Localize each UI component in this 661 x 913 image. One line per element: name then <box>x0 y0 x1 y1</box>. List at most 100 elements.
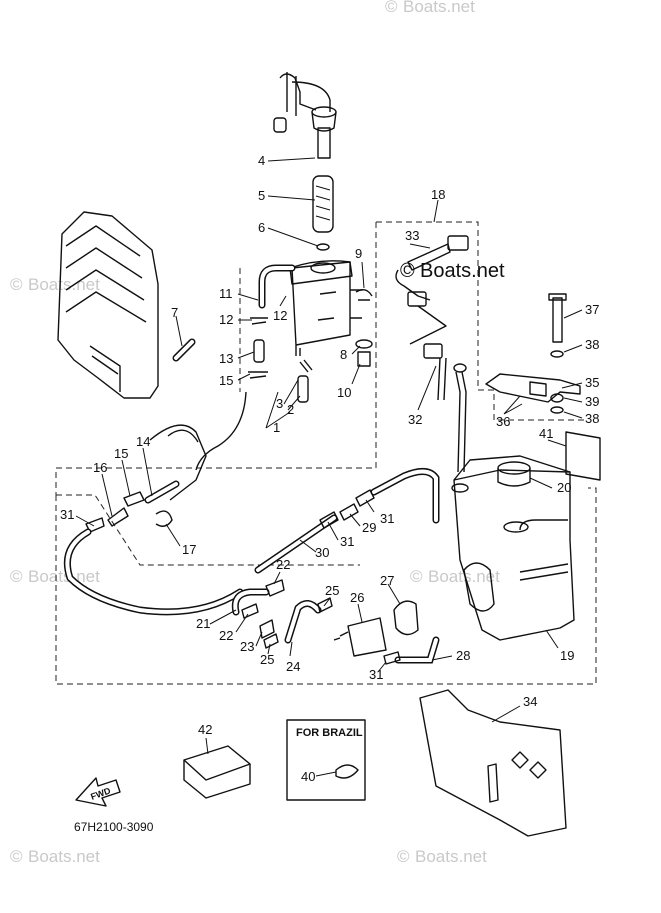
lower-left-parts <box>63 424 338 616</box>
grommet-2 <box>297 375 309 403</box>
callout-21: 21 <box>196 616 210 631</box>
leader-6 <box>267 227 319 247</box>
sensor-cap-body <box>311 111 337 132</box>
leader-35 <box>561 382 583 389</box>
bracket-34 <box>419 689 567 837</box>
bolt-37-head <box>548 293 567 301</box>
grommet-39 <box>550 393 564 403</box>
callout-25-upper: 25 <box>325 583 339 598</box>
inner-group-outline <box>56 494 360 566</box>
bracket-34-slot <box>487 763 499 803</box>
leader-38b <box>563 411 583 419</box>
fwd-arrow: FWD <box>75 777 121 807</box>
clip-31-lower <box>383 651 401 665</box>
cover-bottom-detail <box>89 345 121 392</box>
callout-5: 5 <box>258 188 265 203</box>
leader-24 <box>289 641 293 657</box>
leader-3 <box>283 379 299 405</box>
sub-tank-slots <box>317 291 337 321</box>
callout-29: 29 <box>362 520 376 535</box>
callout-25-lower: 25 <box>260 652 274 667</box>
oil-level-sensor-assembly <box>273 72 337 251</box>
leader-36 <box>503 395 523 415</box>
callout-16: 16 <box>93 460 107 475</box>
callout-33: 33 <box>405 228 419 243</box>
clip-15-lower <box>123 491 145 507</box>
callout-labels: 1 2 3 4 5 6 7 8 9 10 11 12 12 13 14 15 1… <box>60 153 599 784</box>
callout-24: 24 <box>286 659 300 674</box>
sensor-cap-top <box>311 106 337 118</box>
leader-21 <box>209 609 237 625</box>
strap-42 <box>183 745 251 799</box>
cap-20-top <box>497 461 531 475</box>
watermark-left-mid: Boats.net <box>28 567 100 586</box>
oil-tank-grooves <box>519 563 569 581</box>
pipe-7-inner <box>174 340 194 360</box>
clip-17 <box>155 510 173 527</box>
bracket-34-plate <box>419 689 567 837</box>
hose-30-inner <box>256 516 336 572</box>
callout-34: 34 <box>523 694 537 709</box>
watermark-bottom-left-copyright: © <box>10 847 23 866</box>
watermark-left-upper-copyright: © <box>10 275 23 294</box>
leader-22a <box>273 571 281 585</box>
clip-22-lower <box>241 603 259 619</box>
hose-28-inner <box>396 638 438 662</box>
for-brazil-box: FOR BRAZIL <box>286 719 366 801</box>
bolt-37 <box>552 297 563 343</box>
leader-16 <box>101 473 113 517</box>
filter-27 <box>393 600 419 636</box>
callout-22-upper: 22 <box>276 557 290 572</box>
leader-37 <box>563 309 583 319</box>
bracket-parts <box>485 293 581 414</box>
level-gauge-rod <box>455 371 467 473</box>
watermark-left-mid-copyright: © <box>10 567 23 586</box>
callout-35: 35 <box>585 375 599 390</box>
clip-25-upper <box>317 597 333 613</box>
callout-11: 11 <box>219 286 233 301</box>
wire-32 <box>437 357 447 401</box>
upper-group-outline <box>55 222 377 495</box>
callout-4: 4 <box>258 153 265 168</box>
leader-27 <box>387 583 401 605</box>
connector-33 <box>447 235 469 251</box>
hose-lower-route <box>195 391 247 471</box>
watermark-bottom-right-copyright: © <box>397 847 410 866</box>
harness-bend <box>395 269 431 301</box>
leader-17 <box>165 523 181 547</box>
leader-40 <box>315 771 337 777</box>
group-18-outline <box>376 221 588 421</box>
fwd-label: FWD <box>89 785 112 802</box>
oil-tank-shoulder <box>519 519 568 531</box>
harness-lower <box>409 305 447 345</box>
callout-18: 18 <box>431 187 445 202</box>
callout-7: 7 <box>171 305 178 320</box>
hose-21-inner <box>233 590 268 614</box>
leader-15b <box>121 459 131 497</box>
callout-38-lower: 38 <box>585 411 599 426</box>
leader-28 <box>431 655 453 661</box>
oil-tank-filler-neck <box>503 521 529 533</box>
watermark-top: Boats.net <box>403 0 475 16</box>
oil-tank-top <box>453 455 571 481</box>
hose-24-inner <box>286 601 320 642</box>
for-brazil-frame <box>286 719 366 801</box>
gauge-grommet <box>451 483 469 493</box>
hose-upper-right-inner <box>372 469 438 522</box>
leader-7 <box>175 315 183 347</box>
leader-31d <box>377 661 387 673</box>
pump-26 <box>347 617 387 657</box>
callout-3: 3 <box>276 396 283 411</box>
screw-3 <box>299 359 313 373</box>
sub-tank-tabs <box>350 289 362 319</box>
callout-31-mid: 31 <box>340 534 354 549</box>
cover-outline <box>57 211 159 399</box>
bracket-35 <box>485 373 581 403</box>
callout-14: 14 <box>136 434 150 449</box>
nut-9 <box>355 289 373 301</box>
hose-14-inner <box>146 482 178 502</box>
callout-23: 23 <box>240 639 254 654</box>
callout-2: 2 <box>287 402 294 417</box>
leader-25b <box>267 643 271 655</box>
